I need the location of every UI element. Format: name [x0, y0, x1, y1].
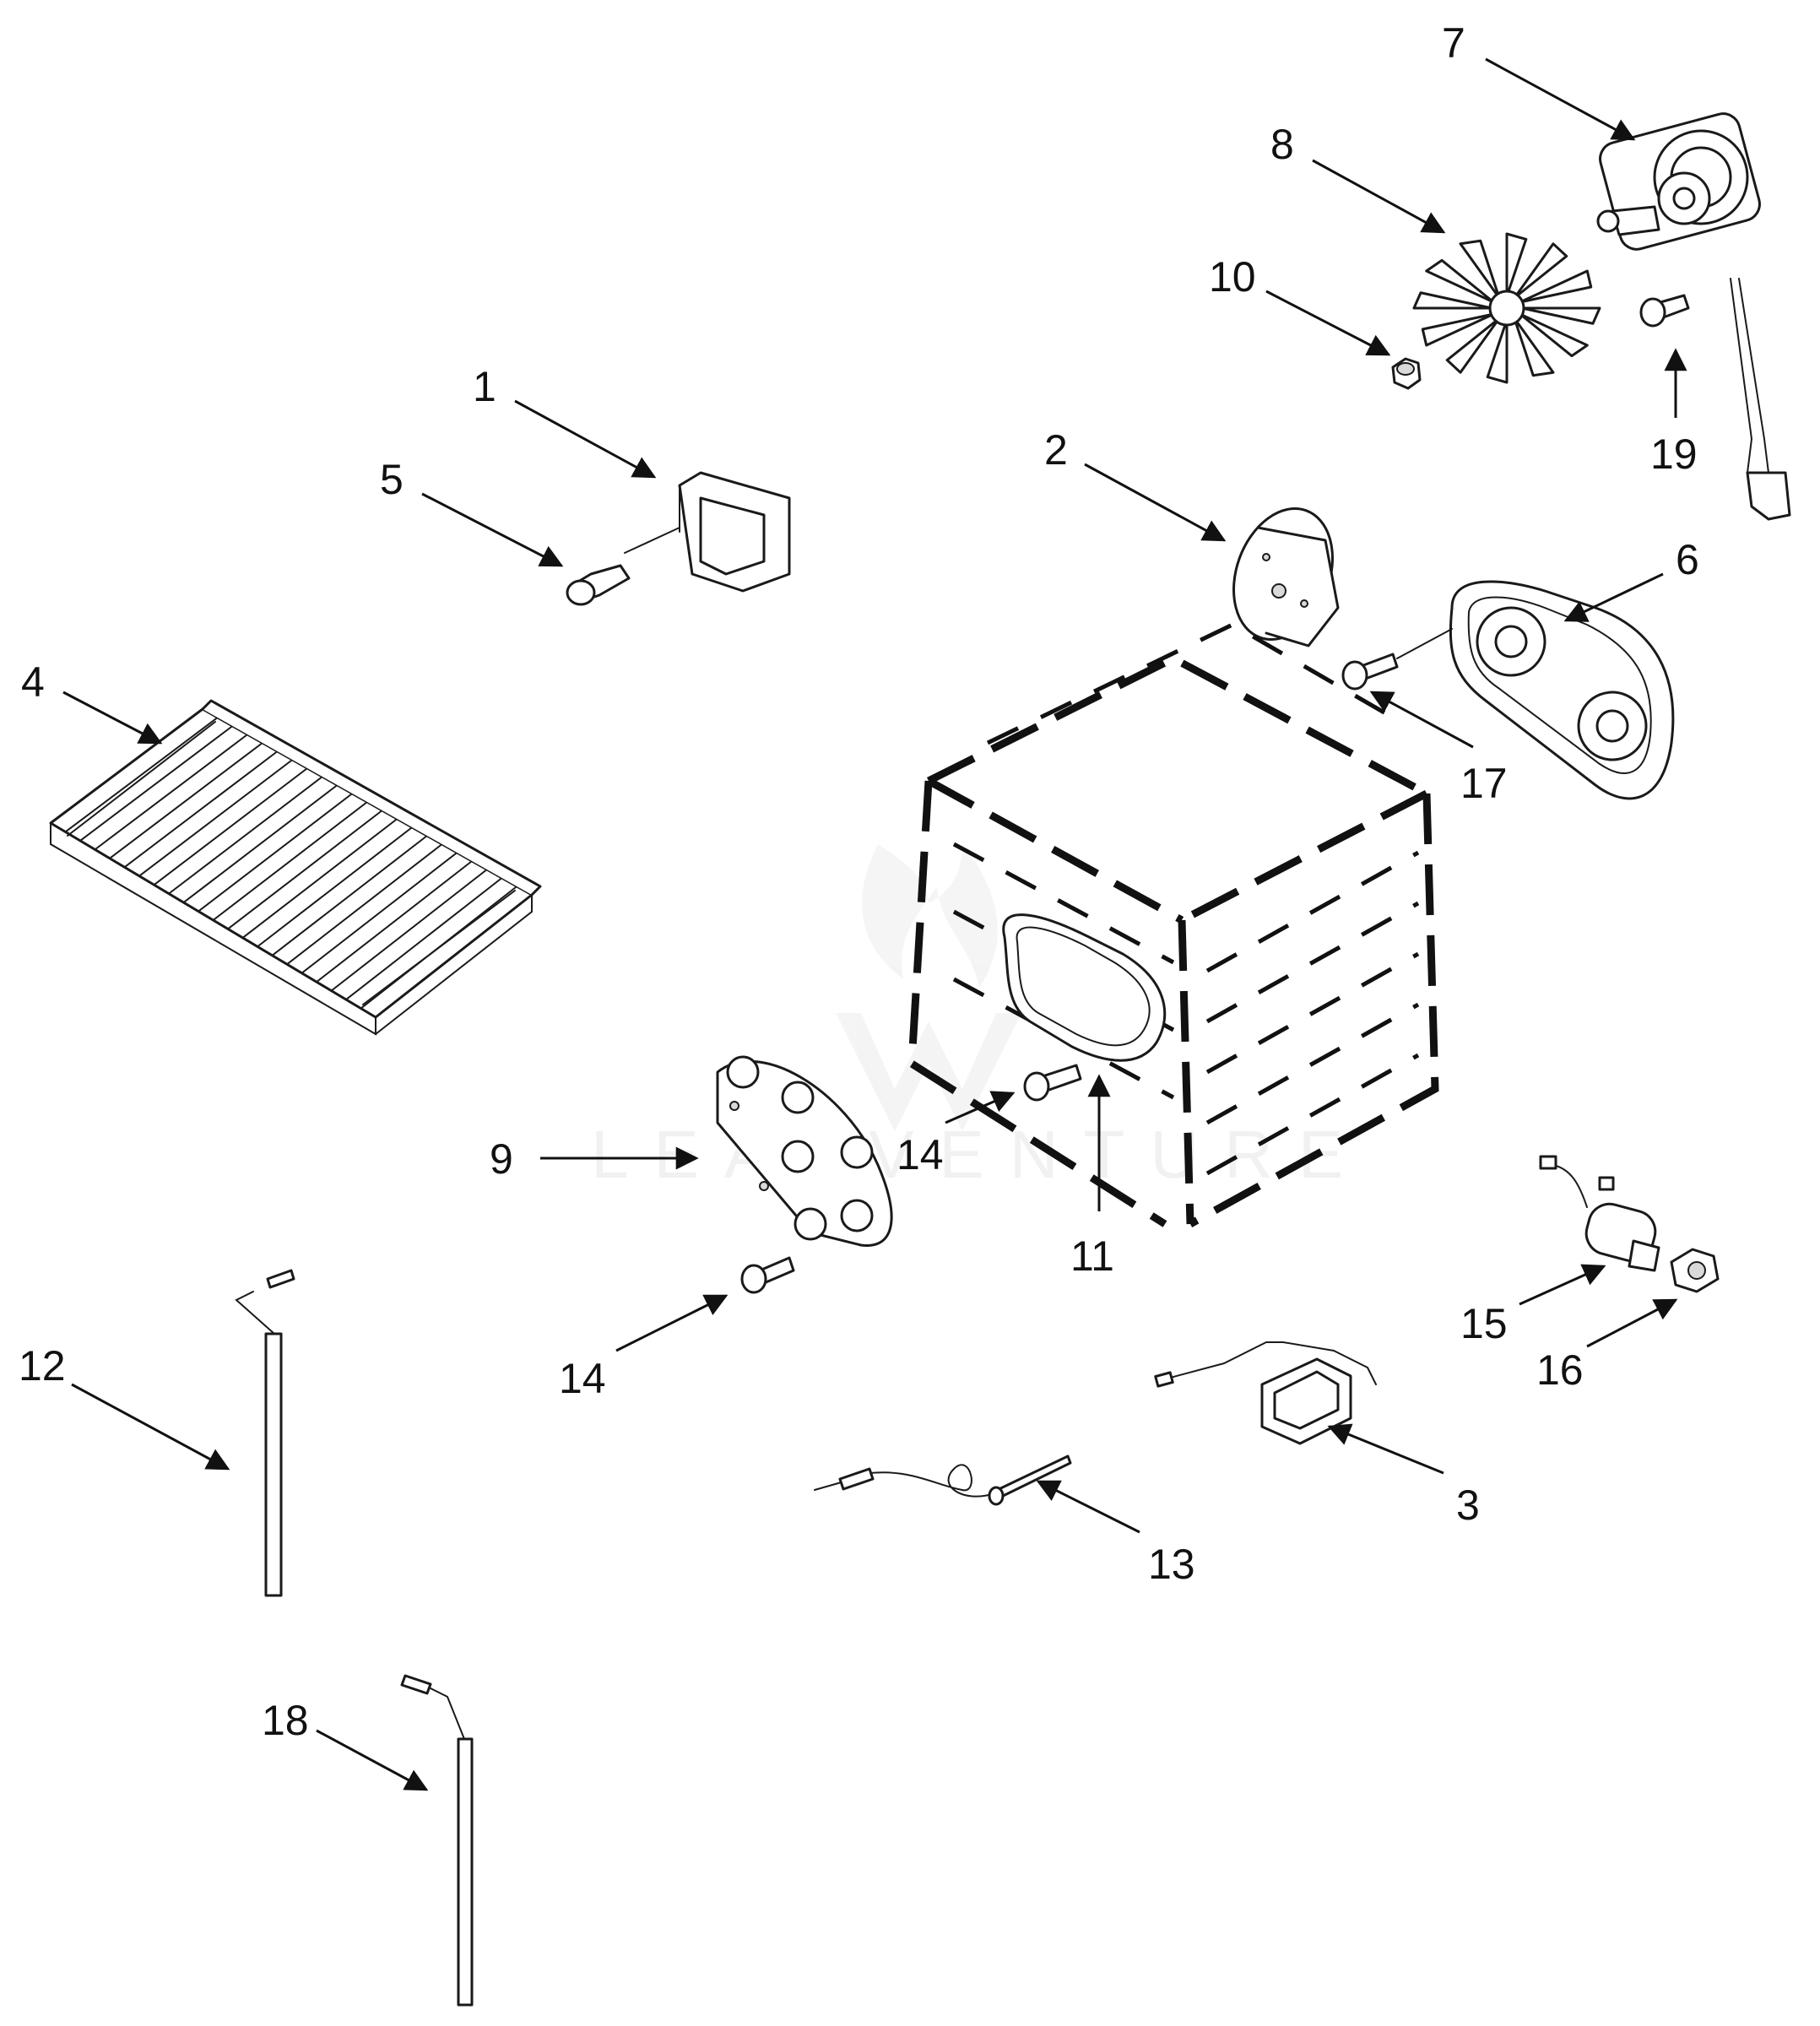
- leader-14-lower: [615, 1294, 729, 1352]
- disc: [1232, 507, 1340, 647]
- rack-wire: [286, 843, 443, 966]
- callout-3: 3: [1456, 1482, 1480, 1529]
- rack-wire: [316, 860, 474, 983]
- oven-cavity: [907, 622, 1439, 1227]
- leader-17: [1369, 691, 1474, 749]
- leader-6: [1563, 572, 1664, 622]
- rack-wire: [330, 869, 488, 992]
- fan-blade-vane: [1425, 258, 1495, 304]
- callout-14-lower: 14: [559, 1355, 606, 1402]
- leader-7: [1485, 57, 1636, 141]
- rack-wire: [94, 734, 249, 851]
- rack-wire: [138, 759, 294, 877]
- rack-wire: [241, 818, 398, 939]
- callout-8: 8: [1270, 121, 1294, 168]
- leader-18: [316, 1729, 429, 1791]
- oven-rack: [49, 699, 542, 1036]
- callout-17: 17: [1460, 760, 1508, 807]
- callout-labels: 7 8 10 19 1 5 2 6 17 4 14 11 9 14 15 16 …: [19, 19, 1699, 1744]
- bracket: [624, 471, 791, 593]
- callout-18: 18: [262, 1697, 309, 1744]
- meat-probe: [814, 1454, 1072, 1506]
- leader-1: [514, 399, 657, 479]
- rack-wire: [360, 886, 518, 1010]
- callout-9: 9: [490, 1135, 513, 1183]
- screw-14-upper: [1023, 1064, 1082, 1102]
- callout-19: 19: [1650, 431, 1698, 478]
- fan-motor: [1596, 112, 1791, 521]
- screw-19: [1639, 294, 1690, 328]
- fan-blade-vane: [1519, 269, 1593, 304]
- leader-14-upper: [945, 1091, 1016, 1124]
- leader-16: [1586, 1298, 1678, 1348]
- leader-lines: [62, 57, 1687, 1791]
- callout-15: 15: [1460, 1300, 1508, 1347]
- screw-5: [566, 564, 631, 606]
- element-plate: [716, 1055, 893, 1248]
- sensor-housing: [1154, 1341, 1377, 1445]
- igniter-12: [235, 1269, 295, 1597]
- fan-blade-vane: [1459, 239, 1501, 300]
- fan-blade-vane: [1520, 306, 1601, 325]
- rack-wire: [271, 835, 428, 956]
- screw-17: [1341, 628, 1453, 691]
- rack-wire: [153, 767, 309, 886]
- fan-blade-vane: [1486, 318, 1509, 384]
- fan-blade-vane: [1513, 242, 1568, 300]
- fan-blade-vane: [1412, 291, 1493, 310]
- leader-8: [1312, 159, 1446, 234]
- leader-2: [1084, 463, 1227, 542]
- rack-wire: [212, 801, 368, 921]
- screw-14-lower: [740, 1256, 795, 1294]
- fan-cover: [1449, 580, 1675, 800]
- leader-4: [62, 691, 163, 745]
- callout-4: 4: [21, 658, 45, 706]
- leader-13: [1036, 1480, 1140, 1534]
- leader-12: [71, 1383, 230, 1471]
- rack-wire: [198, 793, 354, 913]
- fan-blade-vane: [1513, 317, 1555, 377]
- nut-10: [1391, 357, 1422, 390]
- rack-wire: [123, 750, 279, 869]
- leader-15: [1519, 1264, 1606, 1306]
- fan-blade-vane: [1519, 312, 1589, 358]
- callout-10: 10: [1209, 253, 1256, 301]
- fitting-nut: [1670, 1248, 1720, 1293]
- fan-blade-vane: [1445, 317, 1501, 374]
- callout-7: 7: [1442, 19, 1465, 67]
- rack-wire: [109, 742, 263, 859]
- rack-wire: [227, 810, 383, 930]
- watermark-text: LEADVENTURE: [591, 1117, 1368, 1192]
- callout-6: 6: [1676, 536, 1699, 583]
- rack-wire: [182, 784, 339, 904]
- leader-10: [1265, 290, 1391, 356]
- fan-blade: [1412, 232, 1601, 384]
- fan-hub: [1488, 290, 1525, 327]
- callout-14-upper: 14: [896, 1131, 944, 1178]
- callout-11: 11: [1070, 1232, 1114, 1280]
- leader-5: [421, 492, 564, 567]
- rack-wire: [345, 877, 503, 1001]
- callout-13: 13: [1148, 1541, 1195, 1588]
- callout-16: 16: [1536, 1346, 1584, 1394]
- callout-2: 2: [1044, 426, 1068, 474]
- rack-wire: [64, 717, 219, 833]
- callout-1: 1: [473, 363, 496, 410]
- igniter-18: [400, 1674, 474, 2007]
- valve: [1539, 1155, 1660, 1272]
- rack-wire: [79, 725, 234, 842]
- callout-5: 5: [380, 456, 404, 503]
- leader-3: [1327, 1423, 1444, 1475]
- rack-wire: [301, 852, 458, 974]
- watermark: LEADVENTURE: [591, 844, 1368, 1192]
- callout-12: 12: [19, 1342, 66, 1389]
- fan-blade-vane: [1505, 232, 1528, 298]
- rack-wire: [168, 776, 323, 895]
- rack-wire: [257, 826, 414, 948]
- fan-blade-vane: [1421, 312, 1495, 347]
